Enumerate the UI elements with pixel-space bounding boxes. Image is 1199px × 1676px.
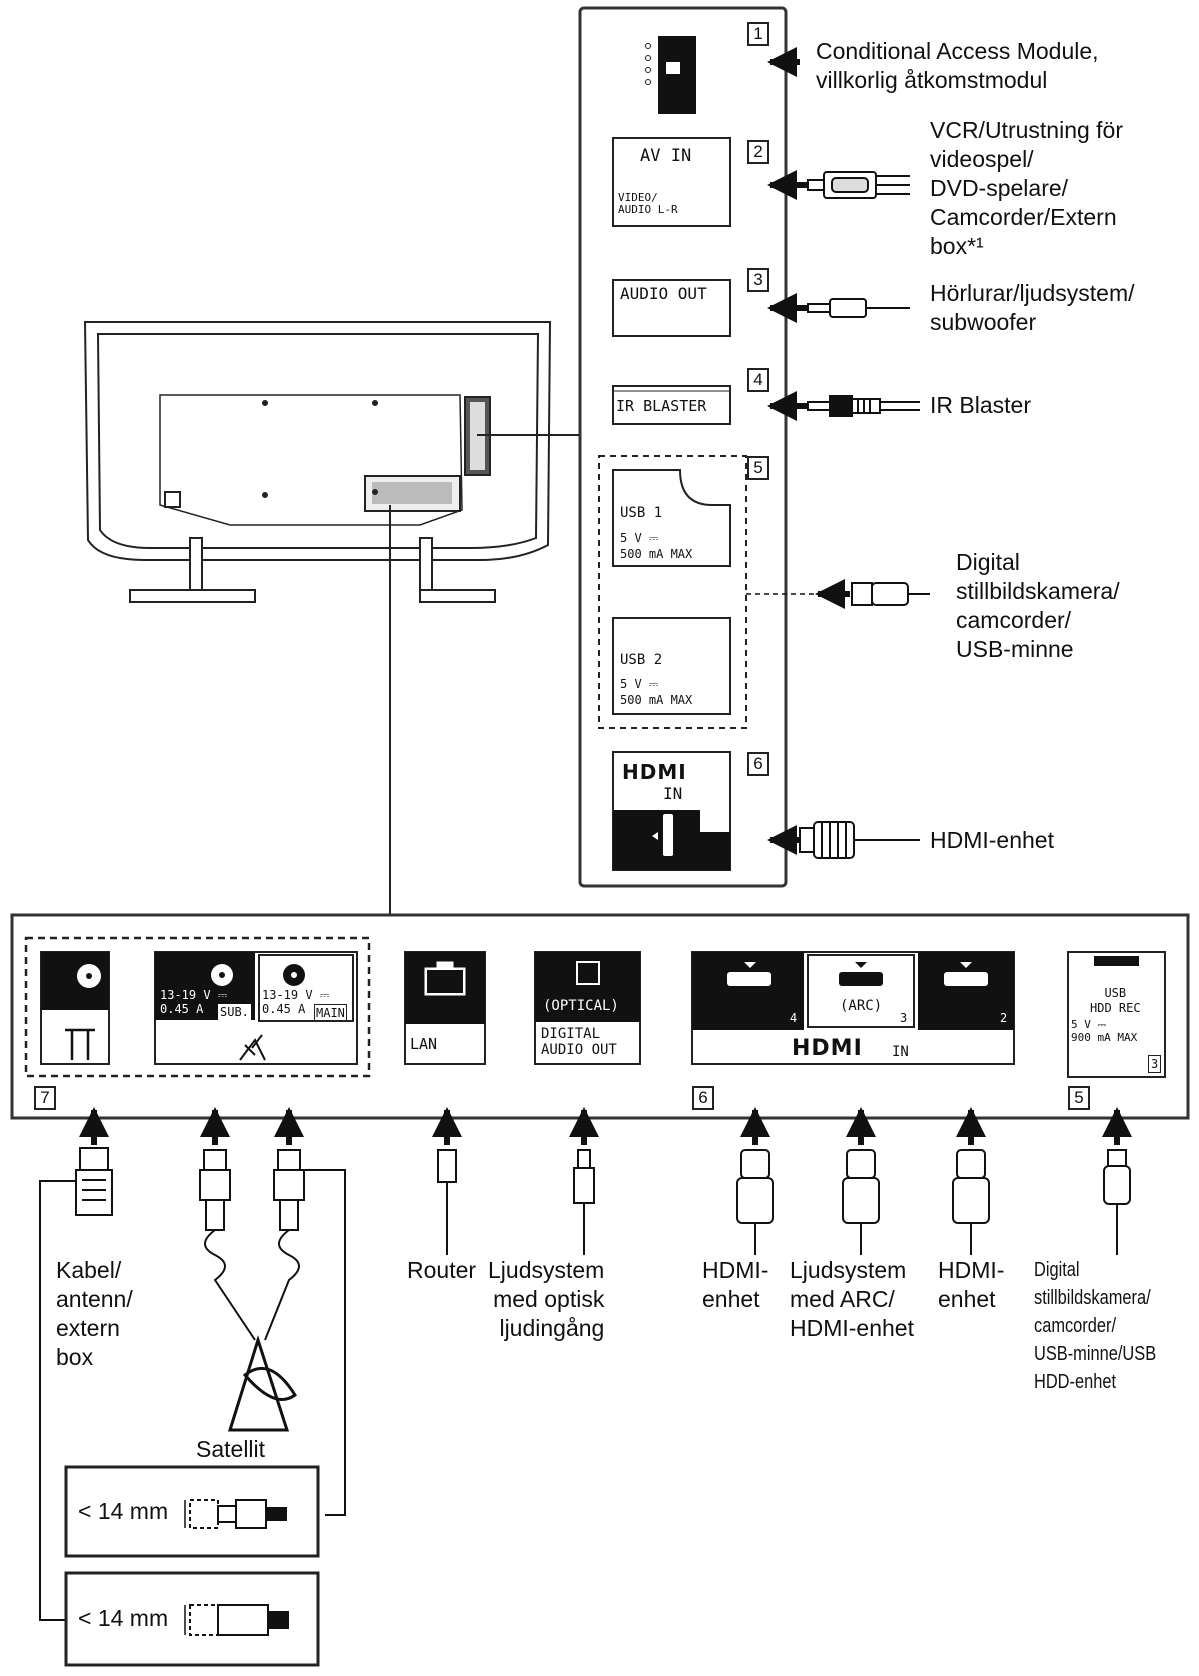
port-number-3: 3 <box>747 268 769 292</box>
port-number-1: 1 <box>747 22 769 46</box>
usb2-label: USB 2 <box>620 652 663 668</box>
bottom-hdmi-in: IN <box>892 1044 909 1060</box>
usb-connector-icon <box>851 582 930 606</box>
optical-label: (OPTICAL) <box>543 998 619 1014</box>
group-number-7: 7 <box>34 1086 56 1110</box>
side-hdmi-in: IN <box>663 784 683 803</box>
label-length-2: < 14 mm <box>78 1605 169 1631</box>
label-hdmi2-device: HDMI- enhet <box>938 1257 1005 1312</box>
hdmi-cable-icon <box>799 821 920 859</box>
side-arrows <box>767 47 850 855</box>
port-number-5: 5 <box>747 456 769 480</box>
bottom-hdmi-logo: HDMI <box>792 1036 863 1061</box>
audio-cable-icon <box>807 298 910 318</box>
usb1-power: 5 V ⎓ 500 mA MAX <box>620 531 693 561</box>
side-hdmi-index: 1 <box>714 812 722 827</box>
hdmi-num-3: 3 <box>900 1011 908 1025</box>
av-in-title: AV IN <box>640 146 692 166</box>
port-number-6: 6 <box>747 752 769 776</box>
lan-label: LAN <box>410 1035 438 1053</box>
port-number-2: 2 <box>747 140 769 164</box>
label-router: Router <box>407 1257 477 1283</box>
hdmi-num-4: 4 <box>790 1011 798 1025</box>
audio-out-port <box>612 279 731 337</box>
av-in-port <box>612 137 731 227</box>
label-usb3-devices: Digital stillbildskamera/ camcorder/ USB… <box>1034 1259 1157 1393</box>
usb3-num: 3 <box>1148 1055 1162 1073</box>
audio-out-title: AUDIO OUT <box>620 284 707 303</box>
sat-sub-spec: 13-19 V ⎓ 0.45 A <box>160 988 228 1016</box>
tv-back-illustration <box>83 321 580 915</box>
usb2-port <box>612 617 731 715</box>
bottom-connectors <box>75 1147 1131 1255</box>
satellite-dish-icon <box>204 1229 300 1432</box>
side-hdmi-logo: HDMI <box>622 760 687 784</box>
label-headphones: Hörlurar/ljudsystem/ subwoofer <box>930 280 1135 335</box>
group-number-5: 5 <box>1068 1086 1090 1110</box>
label-hdmi-device: HDMI-enhet <box>930 827 1054 853</box>
bottom-panel <box>10 913 1190 1667</box>
usb1-port <box>612 469 731 567</box>
label-ir-blaster: IR Blaster <box>930 392 1031 418</box>
label-satellite: Satellit <box>196 1436 266 1462</box>
sat-main-spec: 13-19 V ⎓ 0.45 A <box>262 988 330 1016</box>
hdmi-arc-label: (ARC) <box>840 998 883 1014</box>
label-optical-audio: Ljudsystem med optisk ljudingång <box>488 1257 605 1341</box>
hdmi-num-2: 2 <box>1000 1011 1008 1025</box>
digital-audio-out-label: DIGITAL AUDIO OUT <box>541 1026 617 1058</box>
label-hdmi-arc-device: Ljudsystem med ARC/ HDMI-enhet <box>790 1257 914 1341</box>
usb1-label: USB 1 <box>620 505 663 521</box>
cam-slot-icon <box>645 36 696 114</box>
side-panel <box>578 6 930 888</box>
label-hdmi4-device: HDMI- enhet <box>702 1257 769 1312</box>
bottom-arrows <box>79 1107 1132 1145</box>
sat-main-tag: MAIN <box>314 1004 347 1022</box>
label-cam: Conditional Access Module, villkorlig åt… <box>816 38 1099 93</box>
usb3-power: 5 V ⎓ 900 mA MAX <box>1071 1018 1138 1044</box>
label-antenna: Kabel/ antenn/ extern box <box>56 1257 133 1370</box>
av-in-sub: VIDEO/ AUDIO L-R <box>618 191 678 216</box>
ir-cable-icon <box>807 395 920 417</box>
ir-blaster-title: IR BLASTER <box>616 397 707 415</box>
av-cable-icon <box>807 171 910 199</box>
port-number-4: 4 <box>747 368 769 392</box>
label-length-1: < 14 mm <box>78 1498 169 1524</box>
label-usb-devices: Digital stillbildskamera/ camcorder/ USB… <box>956 549 1120 662</box>
usb2-power: 5 V ⎓ 500 mA MAX <box>620 677 693 707</box>
label-av-devices: VCR/Utrustning för videospel/ DVD-spelar… <box>930 117 1124 259</box>
ir-blaster-port <box>612 385 731 425</box>
group-number-6: 6 <box>692 1086 714 1110</box>
sat-sub-tag: SUB. <box>218 1004 251 1020</box>
usb3-title: USB HDD REC <box>1090 986 1141 1015</box>
